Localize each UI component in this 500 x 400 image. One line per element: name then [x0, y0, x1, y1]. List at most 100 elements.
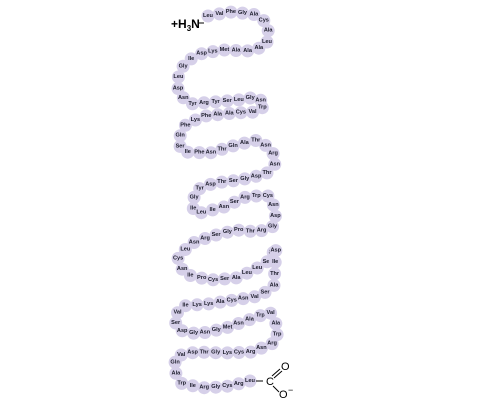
residue-bead — [237, 136, 251, 150]
residue-thr: Thr — [243, 224, 257, 238]
residue-bead — [199, 109, 213, 123]
residue-bead — [269, 244, 283, 258]
residue-thr: Thr — [260, 166, 274, 180]
residue-bead — [190, 298, 204, 312]
residue-lys: Lys — [206, 45, 220, 59]
residue-label: Lys — [191, 117, 200, 123]
residue-bead — [204, 146, 218, 160]
residue-bead — [232, 93, 246, 107]
residue-bead — [249, 169, 263, 183]
residue-bead — [209, 95, 223, 109]
residue-bead — [220, 346, 234, 360]
residue-label: Ser — [230, 199, 240, 205]
residue-leu: Leu — [201, 9, 215, 23]
residue-bead — [269, 317, 283, 331]
residue-label: Leu — [196, 210, 207, 216]
residue-label: Ser — [260, 289, 270, 295]
n-terminus-subscript: 3 — [187, 24, 192, 33]
residue-label: Cys — [222, 383, 232, 389]
residue-gln: Gln — [226, 139, 240, 153]
residue-label: Val — [215, 11, 224, 17]
residue-label: Asn — [206, 150, 217, 156]
residue-label: Gly — [212, 327, 222, 333]
residue-ala: Ala — [267, 278, 281, 292]
carbonyl-bond-b — [273, 370, 283, 379]
residue-ala: Ala — [213, 295, 227, 309]
residue-ile: Ile — [186, 379, 200, 393]
residue-label: Ser — [263, 259, 273, 265]
residue-label: Ser — [176, 143, 186, 149]
residue-thr: Thr — [197, 345, 211, 359]
residue-asn: Asn — [266, 198, 280, 212]
residue-gly: Gly — [209, 346, 223, 360]
carboxylate-charge: − — [288, 385, 293, 395]
residue-bead — [209, 346, 223, 360]
residue-bead — [253, 309, 267, 323]
residue-bead — [234, 106, 248, 120]
residue-label: Asp — [187, 350, 198, 356]
residue-label: Val — [248, 109, 257, 115]
residue-bead — [188, 113, 202, 127]
residue-asp: Asp — [204, 177, 217, 191]
residue-label: Trp — [258, 105, 267, 111]
residue-label: Asp — [270, 213, 281, 219]
residue-ala: Ala — [261, 24, 275, 38]
residue-label: Ser — [223, 98, 233, 104]
n-terminus: +H3N — [171, 17, 204, 33]
residue-label: Asn — [238, 296, 249, 302]
residue-bead — [197, 381, 211, 395]
residue-ala: Ala — [269, 317, 283, 331]
residue-leu: Leu — [194, 206, 208, 220]
residue-label: Asn — [200, 330, 211, 336]
residue-label: Leu — [180, 247, 191, 253]
residue-label: Asp — [251, 173, 262, 179]
residue-bead — [220, 379, 234, 393]
residue-bead — [226, 139, 240, 153]
residue-bead — [173, 129, 187, 143]
residue-bead — [226, 174, 240, 188]
residue-bead — [217, 43, 231, 57]
residue-bead — [264, 306, 278, 320]
n-terminus-tail: N — [191, 17, 200, 31]
residue-val: Val — [264, 306, 278, 320]
residue-label: Ile — [209, 207, 215, 213]
residue-ala: Ala — [237, 136, 251, 150]
residue-lys: Lys — [190, 298, 204, 312]
residue-label: Ala — [254, 45, 264, 51]
residue-label: Asn — [270, 161, 281, 167]
residue-asn: Asn — [254, 341, 268, 355]
residue-bead — [186, 379, 200, 393]
residue-asn: Asn — [217, 200, 231, 214]
residue-bead — [187, 190, 201, 204]
residue-ile: Ile — [183, 269, 197, 282]
residue-bead — [211, 108, 225, 122]
residue-met: Met — [217, 43, 231, 57]
residue-tyr: Tyr — [209, 95, 223, 109]
residue-asp: Asp — [195, 47, 209, 61]
residue-label: Ala — [270, 282, 280, 288]
residue-trp: Trp — [253, 309, 267, 323]
residue-bead — [209, 228, 223, 242]
residue-bead — [171, 251, 185, 265]
residue-thr: Thr — [249, 134, 263, 147]
residue-trp: Trp — [249, 189, 263, 203]
residue-leu: Leu — [243, 374, 257, 388]
residue-ala: Ala — [222, 107, 236, 120]
residue-asp: Asp — [175, 324, 189, 338]
residue-cys: Cys — [206, 273, 220, 287]
residue-trp: Trp — [175, 376, 189, 390]
residue-cys: Cys — [225, 293, 239, 307]
residue-ser: Ser — [220, 94, 234, 108]
residue-bead — [249, 189, 263, 203]
residue-bead — [206, 45, 220, 59]
svg-text:+H3N: +H3N — [171, 17, 200, 33]
residue-bead — [254, 341, 268, 355]
residue-bead — [195, 47, 209, 61]
residue-label: Cys — [236, 110, 246, 116]
residue-bead — [252, 41, 266, 55]
residue-label: Ile — [182, 303, 188, 309]
residue-label: Asp — [271, 248, 282, 254]
residue-label: Gln — [170, 359, 180, 365]
residue-label: Gly — [211, 350, 221, 356]
